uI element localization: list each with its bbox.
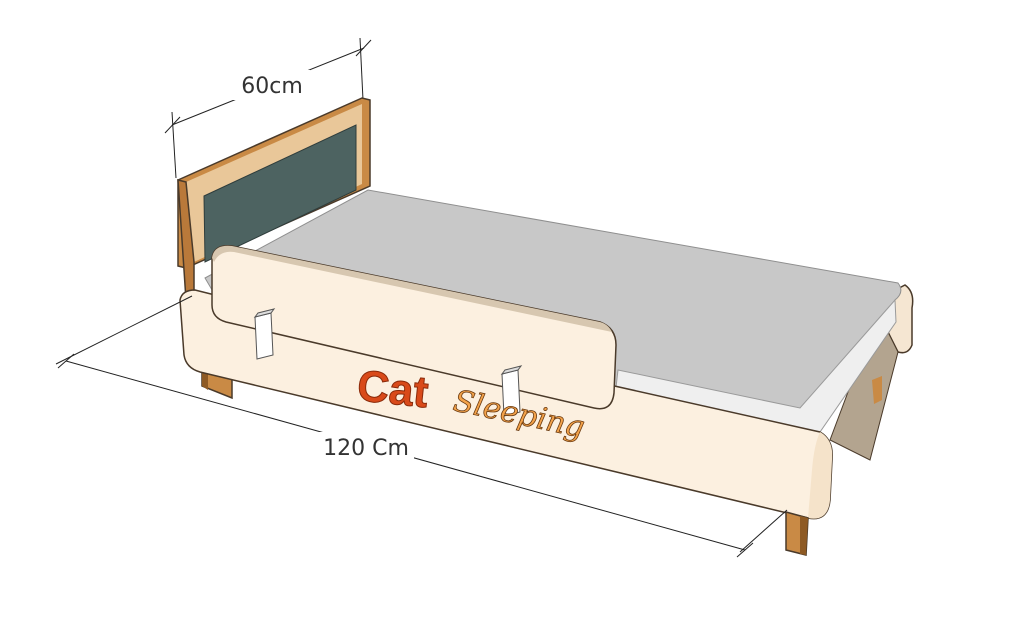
length-label-bg [314, 432, 414, 462]
length-tick-right [736, 542, 754, 558]
width-tick-left [164, 116, 181, 134]
width-label-bg [232, 70, 310, 100]
length-extension-right [739, 509, 788, 553]
length-extension-left [55, 295, 193, 365]
length-dimension: 120 Cm [55, 295, 788, 558]
bracket-right [500, 365, 523, 417]
width-tick-right [355, 39, 372, 57]
bracket-left [253, 308, 276, 360]
brand-name: Cat [355, 361, 431, 417]
headboard-panel [203, 124, 357, 263]
width-extension-right [359, 37, 364, 101]
far-leg [872, 376, 882, 404]
width-extension-left [171, 111, 177, 179]
length-tick-left [57, 353, 75, 369]
length-label: 120 Cm [323, 436, 409, 461]
width-label: 60cm [241, 74, 303, 99]
headboard [177, 97, 371, 301]
width-dimension: 60cm [164, 37, 372, 179]
